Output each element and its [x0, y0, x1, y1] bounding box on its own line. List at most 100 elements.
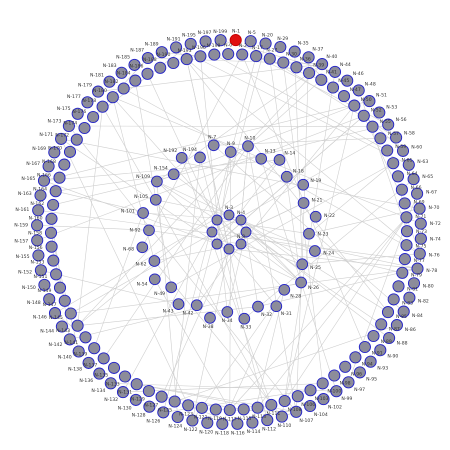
graph-node[interactable] [411, 187, 424, 200]
graph-node[interactable] [45, 240, 58, 253]
graph-node[interactable] [82, 356, 95, 369]
graph-node[interactable] [402, 158, 415, 171]
graph-node[interactable] [45, 212, 58, 225]
graph-node[interactable] [375, 318, 388, 331]
graph-node[interactable] [304, 399, 317, 413]
graph-node[interactable] [395, 183, 408, 196]
graph-node[interactable] [263, 52, 276, 65]
graph-node[interactable] [235, 238, 247, 250]
graph-node[interactable] [58, 158, 71, 171]
graph-node[interactable] [32, 204, 45, 217]
graph-node[interactable] [62, 119, 75, 133]
graph-node[interactable] [246, 416, 259, 429]
graph-node[interactable] [316, 58, 329, 71]
graph-node[interactable] [180, 53, 193, 66]
graph-node[interactable] [106, 91, 119, 104]
graph-node[interactable] [104, 377, 117, 390]
graph-node[interactable] [348, 99, 361, 112]
graph-node[interactable] [97, 352, 110, 365]
graph-node[interactable] [141, 67, 154, 80]
graph-node[interactable] [115, 66, 128, 79]
graph-node[interactable] [296, 258, 309, 271]
graph-node[interactable] [195, 401, 208, 414]
graph-node[interactable] [72, 345, 85, 358]
graph-node[interactable] [400, 211, 413, 224]
graph-node[interactable] [353, 366, 366, 379]
graph-node[interactable] [118, 370, 132, 383]
graph-node[interactable] [50, 268, 63, 281]
graph-node[interactable] [81, 96, 94, 109]
graph-node[interactable] [214, 34, 227, 47]
graph-node[interactable] [381, 144, 394, 157]
graph-node[interactable] [78, 121, 91, 135]
graph-node[interactable] [349, 351, 362, 364]
graph-node[interactable] [71, 107, 84, 120]
graph-node[interactable] [364, 355, 377, 368]
graph-node[interactable] [184, 37, 197, 50]
graph-node[interactable] [237, 403, 250, 416]
graph-node[interactable] [209, 403, 222, 416]
graph-node[interactable] [391, 170, 405, 183]
graph-node[interactable] [87, 110, 100, 124]
graph-node[interactable] [252, 300, 264, 313]
graph-node[interactable] [47, 198, 60, 211]
graph-node[interactable] [373, 106, 386, 119]
graph-node[interactable] [137, 207, 149, 219]
graph-node[interactable] [273, 154, 286, 166]
graph-node[interactable] [182, 399, 195, 412]
graph-node[interactable] [374, 344, 387, 357]
graph-node[interactable] [151, 175, 163, 188]
graph-node[interactable] [255, 152, 268, 165]
graph-node[interactable] [221, 306, 234, 318]
graph-node[interactable] [390, 319, 403, 332]
graph-node[interactable] [309, 245, 321, 257]
graph-node[interactable] [136, 241, 149, 254]
graph-node[interactable] [400, 239, 413, 252]
graph-node[interactable] [170, 41, 183, 54]
graph-node[interactable] [270, 300, 283, 313]
graph-node[interactable] [204, 312, 216, 324]
graph-node[interactable] [42, 160, 55, 173]
graph-node[interactable] [240, 226, 252, 238]
graph-node[interactable] [149, 193, 162, 206]
graph-node[interactable] [43, 293, 56, 306]
graph-node[interactable] [358, 340, 371, 354]
graph-node[interactable] [142, 384, 155, 398]
graph-node[interactable] [236, 48, 249, 61]
graph-node[interactable] [357, 109, 370, 122]
graph-node[interactable] [403, 291, 416, 304]
graph-node[interactable] [211, 238, 223, 250]
graph-node[interactable] [199, 35, 212, 48]
graph-node[interactable] [392, 280, 405, 293]
graph-node[interactable] [317, 393, 330, 406]
graph-node[interactable] [303, 66, 316, 80]
graph-node[interactable] [129, 393, 142, 406]
graph-node[interactable] [274, 40, 287, 54]
graph-node[interactable] [265, 398, 278, 411]
graph-node[interactable] [297, 178, 310, 191]
graph-node[interactable] [328, 369, 341, 382]
graph-node[interactable] [374, 132, 387, 145]
graph-node[interactable] [207, 139, 220, 152]
graph-node[interactable] [155, 390, 168, 403]
graph-node[interactable] [206, 226, 218, 238]
graph-node[interactable] [48, 146, 61, 159]
graph-node[interactable] [31, 219, 44, 232]
graph-node[interactable] [330, 385, 343, 398]
graph-node[interactable] [88, 342, 101, 355]
graph-node[interactable] [93, 367, 106, 380]
graph-node[interactable] [250, 50, 263, 63]
graph-node[interactable] [383, 331, 396, 345]
graph-node[interactable] [55, 320, 68, 333]
graph-node[interactable] [148, 273, 161, 286]
graph-node[interactable] [165, 281, 178, 294]
graph-node[interactable] [407, 173, 420, 186]
graph-node[interactable] [194, 151, 206, 164]
graph-node[interactable] [49, 185, 62, 198]
graph-node[interactable] [278, 283, 291, 296]
graph-node[interactable] [413, 202, 426, 215]
graph-node[interactable] [275, 410, 288, 423]
graph-node[interactable] [201, 416, 214, 429]
graph-node[interactable] [295, 276, 307, 289]
graph-node[interactable] [38, 278, 51, 291]
